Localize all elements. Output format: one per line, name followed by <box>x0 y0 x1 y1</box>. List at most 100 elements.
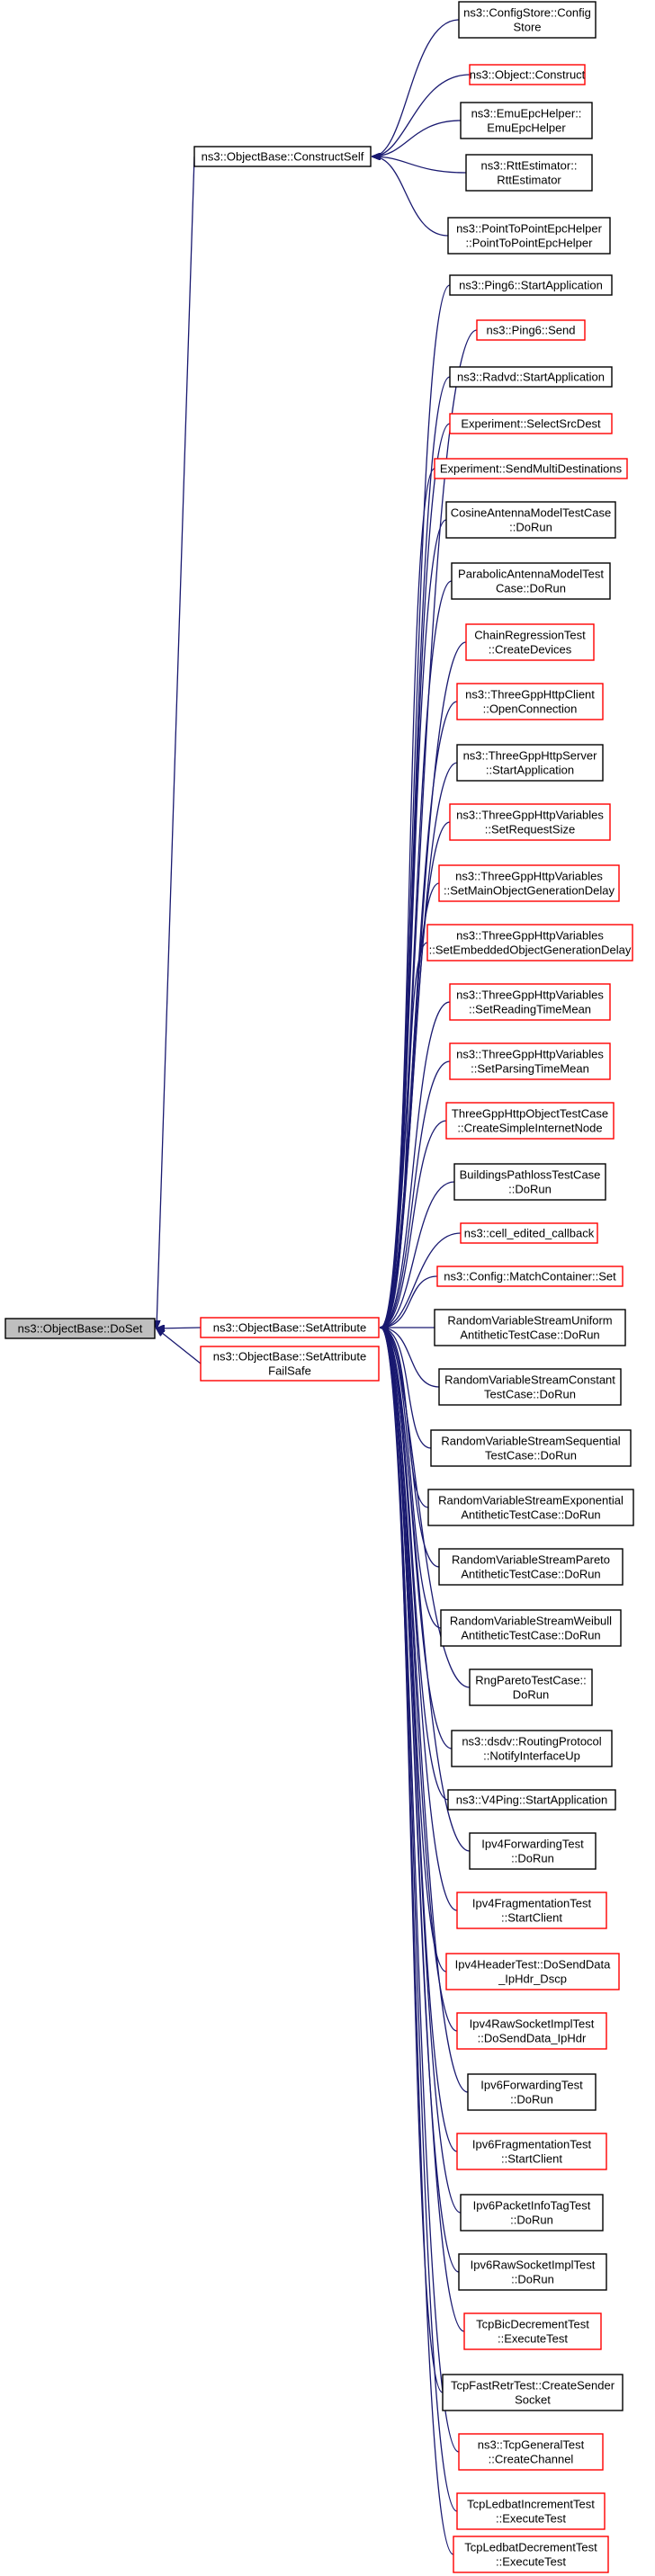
node-n1[interactable]: ns3::Object::Construct <box>469 64 586 85</box>
edge-set_attribute_failsafe-to-dose <box>157 1328 202 1364</box>
node-label-line: ns3::ObjectBase::ConstructSelf <box>202 150 364 164</box>
node-n0[interactable]: ns3::ConfigStore::ConfigStore <box>458 1 597 39</box>
node-s1[interactable]: ns3::Ping6::Send <box>476 319 586 341</box>
node-s38[interactable]: ns3::TcpGeneralTest::CreateChannel <box>458 2433 604 2471</box>
node-box <box>465 623 595 661</box>
edge-n0-to-construct_self <box>372 19 460 157</box>
node-s17[interactable]: ns3::cell_edited_callback <box>460 1222 598 1244</box>
node-s26[interactable]: ns3::dsdv::RoutingProtocol::NotifyInterf… <box>451 1730 613 1767</box>
node-label-line: ns3::Radvd::StartApplication <box>457 371 605 384</box>
node-box <box>200 1317 380 1338</box>
node-label-line: ::DoRun <box>510 2214 553 2227</box>
node-box <box>456 744 604 782</box>
node-label-line: Ipv4HeaderTest::DoSendData <box>455 1958 611 1972</box>
node-label-line: RngParetoTestCase:: <box>475 1674 587 1687</box>
edge-s36-to-set_attribute <box>381 1328 465 2332</box>
node-s29[interactable]: Ipv4FragmentationTest::StartClient <box>456 1892 607 1929</box>
node-label-line: Store <box>513 21 541 34</box>
node-s4[interactable]: Experiment::SendMultiDestinations <box>434 458 628 479</box>
edge-s23-to-set_attribute <box>381 1328 440 1568</box>
node-s35[interactable]: Ipv6RawSocketImplTest::DoRun <box>458 2253 607 2291</box>
node-label-line: ThreeGppHttpObjectTestCase <box>452 1107 608 1121</box>
node-s2[interactable]: ns3::Radvd::StartApplication <box>449 366 613 388</box>
edge-s25-to-set_attribute <box>381 1328 471 1688</box>
node-box <box>476 319 586 341</box>
node-label-line: ns3::ObjectBase::SetAttribute <box>213 1350 367 1364</box>
node-s34[interactable]: Ipv6PacketInfoTagTest::DoRun <box>460 2194 604 2232</box>
node-s21[interactable]: RandomVariableStreamSequentialTestCase::… <box>430 1429 632 1467</box>
node-box <box>456 1892 607 1929</box>
node-label-line: AntitheticTestCase::DoRun <box>461 1508 600 1522</box>
node-s16[interactable]: BuildingsPathlossTestCase::DoRun <box>453 1163 606 1201</box>
node-label-line: ns3::Object::Construct <box>470 68 586 82</box>
node-box <box>430 1429 632 1467</box>
node-n2[interactable]: ns3::EmuEpcHelper::EmuEpcHelper <box>460 102 593 139</box>
node-s9[interactable]: ns3::ThreeGppHttpServer::StartApplicatio… <box>456 744 604 782</box>
node-s32[interactable]: Ipv6ForwardingTest::DoRun <box>467 2073 597 2111</box>
node-label-line: ns3::EmuEpcHelper:: <box>471 107 582 121</box>
node-box <box>449 413 613 434</box>
node-label-line: ns3::V4Ping::StartApplication <box>456 1793 607 1807</box>
node-label-line: RandomVariableStreamUniform <box>447 1314 612 1328</box>
node-label-line: BuildingsPathlossTestCase <box>460 1168 601 1182</box>
node-s12[interactable]: ns3::ThreeGppHttpVariables::SetEmbeddedO… <box>426 924 633 962</box>
node-s19[interactable]: RandomVariableStreamUniformAntitheticTes… <box>434 1309 626 1346</box>
node-s24[interactable]: RandomVariableStreamWeibullAntitheticTes… <box>440 1609 622 1647</box>
node-s23[interactable]: RandomVariableStreamParetoAntitheticTest… <box>438 1548 624 1586</box>
node-label-line: RandomVariableStreamWeibull <box>450 1614 612 1628</box>
node-s40[interactable]: TcpLedbatDecrementTest::ExecuteTest <box>453 2536 609 2573</box>
node-label-line: ns3::ObjectBase::SetAttribute <box>213 1321 367 1335</box>
edge-s29-to-set_attribute <box>381 1328 458 1911</box>
node-box <box>4 1318 156 1339</box>
node-s15[interactable]: ThreeGppHttpObjectTestCase::CreateSimple… <box>445 1102 615 1140</box>
edge-s17-to-set_attribute <box>381 1232 462 1328</box>
node-s18[interactable]: ns3::Config::MatchContainer::Set <box>436 1266 624 1287</box>
node-s11[interactable]: ns3::ThreeGppHttpVariables::SetMainObjec… <box>438 864 620 902</box>
node-label-line: ::NotifyInterfaceUp <box>483 1749 580 1763</box>
node-label-line: ::CreateSimpleInternetNode <box>457 1122 602 1135</box>
node-label-line: TcpLedbatIncrementTest <box>467 2498 595 2511</box>
node-s14[interactable]: ns3::ThreeGppHttpVariables::SetParsingTi… <box>449 1042 611 1080</box>
node-s36[interactable]: TcpBicDecrementTest::ExecuteTest <box>463 2312 602 2350</box>
node-box <box>458 1 597 39</box>
node-s10[interactable]: ns3::ThreeGppHttpVariables::SetRequestSi… <box>449 803 611 841</box>
node-s25[interactable]: RngParetoTestCase::DoRun <box>469 1668 593 1706</box>
node-s33[interactable]: Ipv6FragmentationTest::StartClient <box>456 2133 607 2170</box>
node-construct_self[interactable]: ns3::ObjectBase::ConstructSelf <box>193 146 372 167</box>
edges-layer <box>157 19 478 2555</box>
node-box <box>438 864 620 902</box>
node-s22[interactable]: RandomVariableStreamExponentialAntitheti… <box>427 1489 634 1526</box>
node-box <box>451 562 611 600</box>
node-s3[interactable]: Experiment::SelectSrcDest <box>449 413 613 434</box>
node-s8[interactable]: ns3::ThreeGppHttpClient::OpenConnection <box>456 683 604 720</box>
node-label-line: RandomVariableStreamPareto <box>452 1553 610 1567</box>
node-set_attribute[interactable]: ns3::ObjectBase::SetAttribute <box>200 1317 380 1338</box>
edge-construct_self-to-dose <box>157 156 195 1328</box>
node-s13[interactable]: ns3::ThreeGppHttpVariables::SetReadingTi… <box>449 983 611 1021</box>
node-box <box>438 1548 624 1586</box>
node-s39[interactable]: TcpLedbatIncrementTest::ExecuteTest <box>456 2492 606 2530</box>
node-box <box>451 1730 613 1767</box>
node-s7[interactable]: ChainRegressionTest::CreateDevices <box>465 623 595 661</box>
node-s28[interactable]: Ipv4ForwardingTest::DoRun <box>469 1832 597 1870</box>
node-s27[interactable]: ns3::V4Ping::StartApplication <box>447 1789 616 1811</box>
node-box <box>434 458 628 479</box>
node-box <box>458 2253 607 2291</box>
node-label-line: AntitheticTestCase::DoRun <box>461 1629 600 1642</box>
edge-s4-to-set_attribute <box>381 468 435 1328</box>
node-s30[interactable]: Ipv4HeaderTest::DoSendData_IpHdr_Dscp <box>445 1953 620 1990</box>
edge-s40-to-set_attribute <box>381 1328 454 2555</box>
node-s0[interactable]: ns3::Ping6::StartApplication <box>449 274 613 296</box>
node-box <box>469 64 586 85</box>
node-n3[interactable]: ns3::RttEstimator::RttEstimator <box>465 154 593 192</box>
node-s20[interactable]: RandomVariableStreamConstantTestCase::Do… <box>438 1368 622 1406</box>
node-label-line: ns3::ConfigStore::Config <box>463 6 591 20</box>
node-n4[interactable]: ns3::PointToPointEpcHelper::PointToPoint… <box>447 217 611 255</box>
node-label-line: ::ExecuteTest <box>496 2555 566 2569</box>
node-label-line: Ipv6PacketInfoTagTest <box>473 2199 591 2213</box>
node-s5[interactable]: CosineAntennaModelTestCase::DoRun <box>445 501 616 539</box>
node-s31[interactable]: Ipv4RawSocketImplTest::DoSendData_IpHdr <box>456 2012 607 2050</box>
